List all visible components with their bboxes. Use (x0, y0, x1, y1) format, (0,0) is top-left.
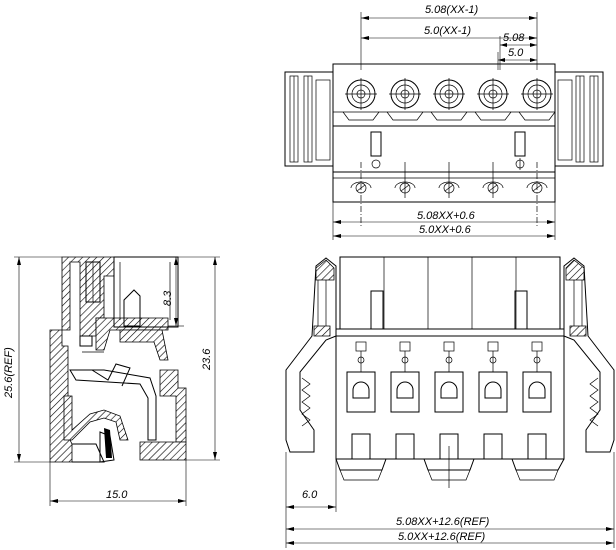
dim-top-overall-508: 5.08(XX-1) (425, 4, 479, 16)
front-left-latch (285, 257, 337, 453)
front-dimensions: 6.0 5.08XX+12.6(REF) 5.0XX+12.6(REF) (285, 452, 615, 548)
top-dimensions: 5.08(XX-1) 5.0(XX-1) 5.08 5.0 5.08XX+0.6… (332, 4, 556, 240)
right-latch-top (554, 71, 604, 167)
dim-side-height-ref: 25.6(REF) (3, 347, 15, 399)
dim-front-width-50: 5.0XX+12.6(REF) (398, 531, 485, 543)
left-latch-top (284, 71, 334, 167)
dim-top-pitch-508: 5.08 (503, 32, 525, 44)
dim-side-width: 15.0 (106, 489, 128, 501)
screw-holes-top (345, 78, 553, 110)
dim-top-bottom-508: 5.08XX+0.6 (417, 210, 476, 222)
top-view: 5.08(XX-1) 5.0(XX-1) 5.08 5.0 5.08XX+0.6… (284, 4, 604, 240)
dim-side-small-height: 8.3 (162, 290, 174, 306)
side-view: 25.6(REF) 8.3 23.6 15.0 (3, 256, 220, 506)
front-view: 6.0 5.08XX+12.6(REF) 5.0XX+12.6(REF) (285, 256, 615, 548)
dim-side-height: 23.6 (201, 348, 213, 371)
front-right-latch (563, 257, 615, 453)
dim-top-pitch-50: 5.0 (508, 47, 524, 59)
side-dimensions: 25.6(REF) 8.3 23.6 15.0 (3, 256, 220, 506)
dim-top-bottom-50: 5.0XX+0.6 (419, 224, 472, 236)
top-body (332, 63, 556, 203)
dim-front-width-508: 5.08XX+12.6(REF) (396, 516, 490, 528)
front-contacts (346, 341, 552, 460)
dim-front-offset: 6.0 (302, 489, 318, 501)
dim-top-overall-50: 5.0(XX-1) (424, 25, 471, 37)
